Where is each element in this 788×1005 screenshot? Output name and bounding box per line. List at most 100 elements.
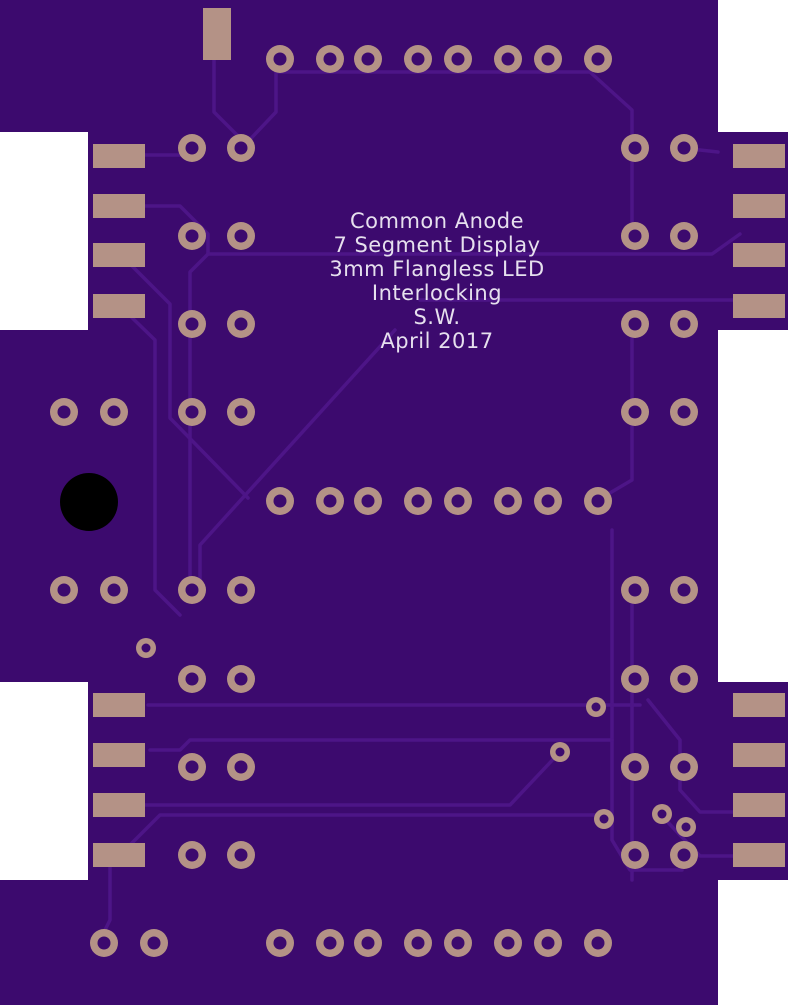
through-hole-pad <box>584 487 612 515</box>
through-hole-pad <box>670 134 698 162</box>
silk-line-3: 3mm Flangless LED <box>329 257 544 281</box>
through-hole-pad <box>227 134 255 162</box>
smd-pads <box>93 8 785 867</box>
smd-pad <box>93 294 145 318</box>
through-hole-pad <box>50 398 78 426</box>
via <box>594 809 614 829</box>
through-hole-pad <box>621 134 649 162</box>
through-hole-pad <box>227 398 255 426</box>
through-hole-pad <box>444 929 472 957</box>
smd-pad <box>93 693 145 717</box>
through-hole-pad <box>534 929 562 957</box>
through-hole-pad <box>316 929 344 957</box>
silk-line-1: Common Anode <box>350 209 524 233</box>
through-hole-pad <box>444 45 472 73</box>
smd-pad <box>733 294 785 318</box>
trace <box>118 750 562 807</box>
smd-pad <box>93 194 145 218</box>
trace <box>118 252 250 500</box>
through-hole-pad <box>621 222 649 250</box>
through-hole-pad <box>178 310 206 338</box>
through-hole-pad <box>584 929 612 957</box>
through-hole-pad <box>266 487 294 515</box>
through-hole-pad <box>100 398 128 426</box>
through-hole-pad <box>178 841 206 869</box>
through-hole-pad <box>494 929 522 957</box>
through-hole-pad <box>354 929 382 957</box>
via <box>586 697 606 717</box>
through-hole-pad <box>494 487 522 515</box>
through-hole-pad <box>354 45 382 73</box>
through-hole-pad <box>178 134 206 162</box>
trace <box>118 813 606 857</box>
silkscreen-text: Common Anode 7 Segment Display 3mm Flang… <box>329 209 544 353</box>
through-hole-pad <box>494 45 522 73</box>
through-hole-pad <box>354 487 382 515</box>
through-hole-pad <box>670 753 698 781</box>
through-hole-pad <box>534 487 562 515</box>
smd-pad <box>93 843 145 867</box>
through-hole-pad <box>621 310 649 338</box>
through-hole-pad <box>621 398 649 426</box>
via <box>136 638 156 658</box>
vias <box>136 638 696 837</box>
through-hole-pads <box>50 45 698 957</box>
through-hole-pad <box>316 45 344 73</box>
through-hole-pad <box>621 753 649 781</box>
through-hole-pad <box>178 665 206 693</box>
through-hole-pad <box>621 841 649 869</box>
through-hole-pad <box>404 487 432 515</box>
smd-pad <box>93 743 145 767</box>
via <box>652 804 672 824</box>
trace <box>118 204 742 256</box>
through-hole-pad <box>404 929 432 957</box>
through-hole-pad <box>50 576 78 604</box>
through-hole-pad <box>227 665 255 693</box>
through-hole-pad <box>670 841 698 869</box>
through-hole-pad <box>90 929 118 957</box>
through-hole-pad <box>178 398 206 426</box>
trace <box>198 328 397 592</box>
via <box>676 817 696 837</box>
through-hole-pad <box>178 576 206 604</box>
smd-pad <box>733 743 785 767</box>
smd-pad <box>733 243 785 267</box>
through-hole-pad <box>140 929 168 957</box>
through-hole-pad <box>178 753 206 781</box>
smd-pad <box>733 194 785 218</box>
through-hole-pad <box>227 310 255 338</box>
silk-line-2: 7 Segment Display <box>333 233 540 257</box>
through-hole-pad <box>670 310 698 338</box>
smd-pad <box>93 793 145 817</box>
trace <box>238 70 634 238</box>
through-hole-pad <box>266 929 294 957</box>
smd-pad <box>733 693 785 717</box>
trace <box>188 252 210 577</box>
smd-pad <box>733 843 785 867</box>
trace <box>118 304 182 617</box>
through-hole-pad <box>227 753 255 781</box>
through-hole-pad <box>621 576 649 604</box>
through-hole-pad <box>670 576 698 604</box>
through-hole-pad <box>534 45 562 73</box>
smd-pad <box>93 243 145 267</box>
via <box>550 742 570 762</box>
trace <box>148 738 614 752</box>
through-hole-pad <box>670 665 698 693</box>
through-hole-pad <box>227 841 255 869</box>
through-hole-pad <box>316 487 344 515</box>
through-hole-pad <box>444 487 472 515</box>
silk-line-6: April 2017 <box>380 329 493 353</box>
mounting-hole-icon <box>60 473 118 531</box>
trace <box>212 38 242 140</box>
trace <box>646 698 762 814</box>
through-hole-pad <box>266 45 294 73</box>
through-hole-pad <box>404 45 432 73</box>
through-hole-pad <box>670 398 698 426</box>
silk-line-5: S.W. <box>413 305 460 329</box>
smd-pad <box>93 144 145 168</box>
silk-line-4: Interlocking <box>372 281 502 305</box>
through-hole-pad <box>621 665 649 693</box>
